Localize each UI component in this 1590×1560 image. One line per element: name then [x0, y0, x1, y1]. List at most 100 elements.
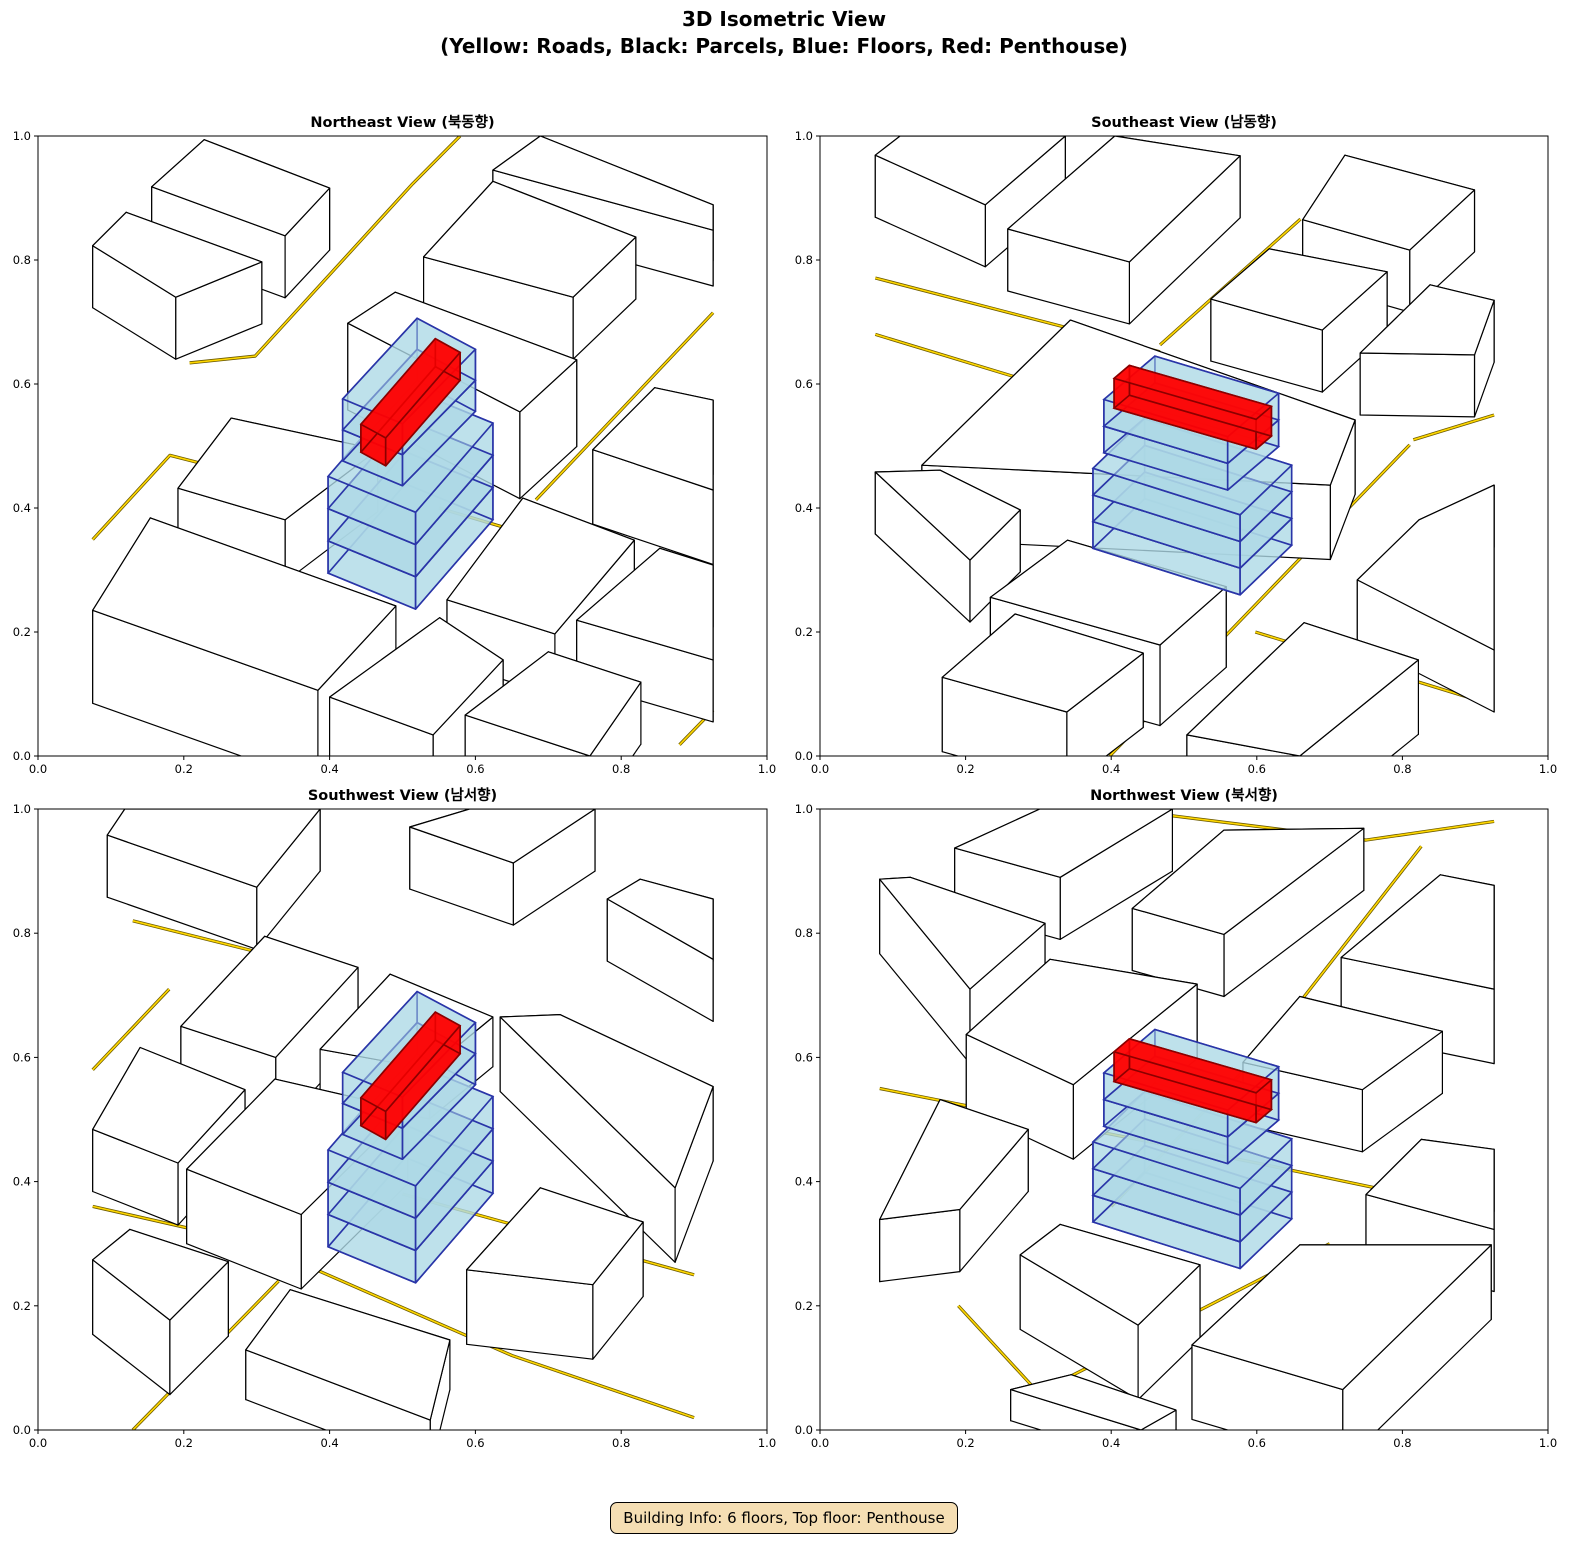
x-tick-label: 0.0 — [811, 762, 829, 776]
x-tick-label: 0.2 — [175, 1436, 193, 1450]
subplot-title: Northeast View (북동향) — [310, 114, 494, 131]
parcel-top-face — [1302, 154, 1476, 251]
figure-title-line1: 3D Isometric View — [681, 7, 887, 31]
parcel-top-face — [1242, 995, 1444, 1091]
parcel-building — [874, 136, 1066, 268]
parcel-top-face — [92, 1046, 246, 1164]
parcel-top-face — [1210, 248, 1388, 331]
parcel-building — [879, 1098, 1029, 1283]
y-tick-label: 1.0 — [795, 802, 813, 816]
parcel-top-face — [1131, 827, 1365, 936]
x-tick-label: 1.0 — [1539, 1436, 1557, 1450]
parcel-building — [92, 211, 263, 360]
y-tick-label: 0.0 — [13, 1423, 31, 1437]
parcel-top-face — [965, 958, 1198, 1086]
x-tick-label: 0.8 — [1393, 1436, 1411, 1450]
plot-content — [91, 136, 715, 756]
parcel-side-face — [466, 1269, 594, 1360]
x-tick-label: 0.4 — [1102, 1436, 1120, 1450]
y-tick-label: 0.6 — [795, 1050, 813, 1064]
parcel-building — [409, 809, 596, 926]
parcel-top-face — [874, 469, 1021, 561]
x-tick-label: 1.0 — [758, 762, 776, 776]
target-building — [1091, 1028, 1294, 1270]
road — [1118, 809, 1495, 841]
plot-content — [879, 809, 1495, 1430]
parcel-building — [1010, 1374, 1177, 1430]
figure-title: 3D Isometric View (Yellow: Roads, Black:… — [0, 6, 1568, 60]
penthouse — [359, 1011, 462, 1141]
parcel-building — [941, 613, 1144, 756]
axes-frame — [37, 135, 768, 757]
parcel-building — [1191, 1244, 1492, 1430]
subplot-title: Southeast View (남동향) — [1091, 114, 1277, 131]
y-tick-label: 0.2 — [13, 625, 31, 639]
y-tick-label: 0.6 — [13, 377, 31, 391]
parcel-building — [1356, 484, 1495, 713]
parcel-top-face — [1007, 136, 1241, 263]
parcel-building — [466, 1187, 644, 1360]
parcel-top-face — [499, 1013, 714, 1189]
road — [535, 312, 714, 501]
parcel-top-face — [1010, 1374, 1177, 1430]
parcel-top-face — [180, 935, 359, 1059]
parcel-top-face — [954, 809, 1174, 878]
parcel-building — [606, 878, 714, 1023]
parcel-side-face — [879, 1208, 961, 1283]
parcel-side-face — [1359, 352, 1476, 418]
y-tick-label: 0.8 — [795, 926, 813, 940]
building-info-box: Building Info: 6 floors, Top floor: Pent… — [610, 1502, 958, 1534]
parcel-building — [874, 469, 1021, 623]
x-tick-label: 0.0 — [29, 1436, 47, 1450]
parcel-building — [1007, 136, 1241, 325]
penthouse-top — [359, 337, 462, 439]
parcel-top-face — [151, 139, 331, 237]
parcel-top-face — [329, 617, 504, 736]
y-tick-label: 1.0 — [795, 129, 813, 143]
y-tick-label: 0.4 — [13, 501, 31, 515]
parcel-top-face — [1365, 1138, 1495, 1231]
penthouse-top — [1112, 1037, 1274, 1094]
parcel-top-face — [576, 547, 714, 661]
x-tick-label: 1.0 — [1539, 762, 1557, 776]
penthouse — [359, 337, 462, 467]
parcel-top-face — [1191, 1244, 1492, 1391]
parcel-top-face — [1019, 1223, 1201, 1326]
parcel-top-face — [874, 136, 1066, 206]
x-tick-label: 0.0 — [811, 1436, 829, 1450]
parcel-top-face — [606, 878, 714, 960]
y-tick-label: 0.2 — [13, 1299, 31, 1313]
parcel-top-face — [1186, 622, 1420, 756]
axes-frame — [37, 808, 768, 1431]
x-tick-label: 0.6 — [1248, 762, 1266, 776]
subplot-title: Northwest View (북서향) — [1090, 787, 1278, 804]
parcel-top-face — [941, 613, 1144, 713]
y-tick-label: 0.2 — [795, 1299, 813, 1313]
penthouse — [1112, 364, 1274, 450]
target-building — [326, 990, 495, 1284]
parcel-top-face — [446, 497, 635, 635]
y-tick-label: 0.0 — [795, 749, 813, 763]
axes-frame — [819, 135, 1549, 757]
figure-title-line2: (Yellow: Roads, Black: Parcels, Blue: Fl… — [440, 34, 1128, 58]
penthouse-top — [1112, 364, 1274, 421]
parcel-building — [464, 651, 642, 756]
parcel-top-face — [492, 136, 714, 231]
parcel-top-face — [1356, 484, 1495, 651]
road — [1413, 414, 1495, 441]
x-tick-label: 0.2 — [956, 1436, 974, 1450]
y-tick-label: 0.0 — [13, 749, 31, 763]
x-tick-label: 0.4 — [320, 762, 338, 776]
x-tick-label: 0.0 — [29, 762, 47, 776]
parcel-building — [245, 1289, 451, 1430]
parcel-top-face — [92, 211, 263, 298]
y-tick-label: 0.8 — [13, 926, 31, 940]
y-tick-label: 0.4 — [795, 501, 813, 515]
parcel-top-face — [1359, 284, 1495, 356]
road — [92, 988, 170, 1071]
parcel-top-face — [423, 180, 637, 298]
